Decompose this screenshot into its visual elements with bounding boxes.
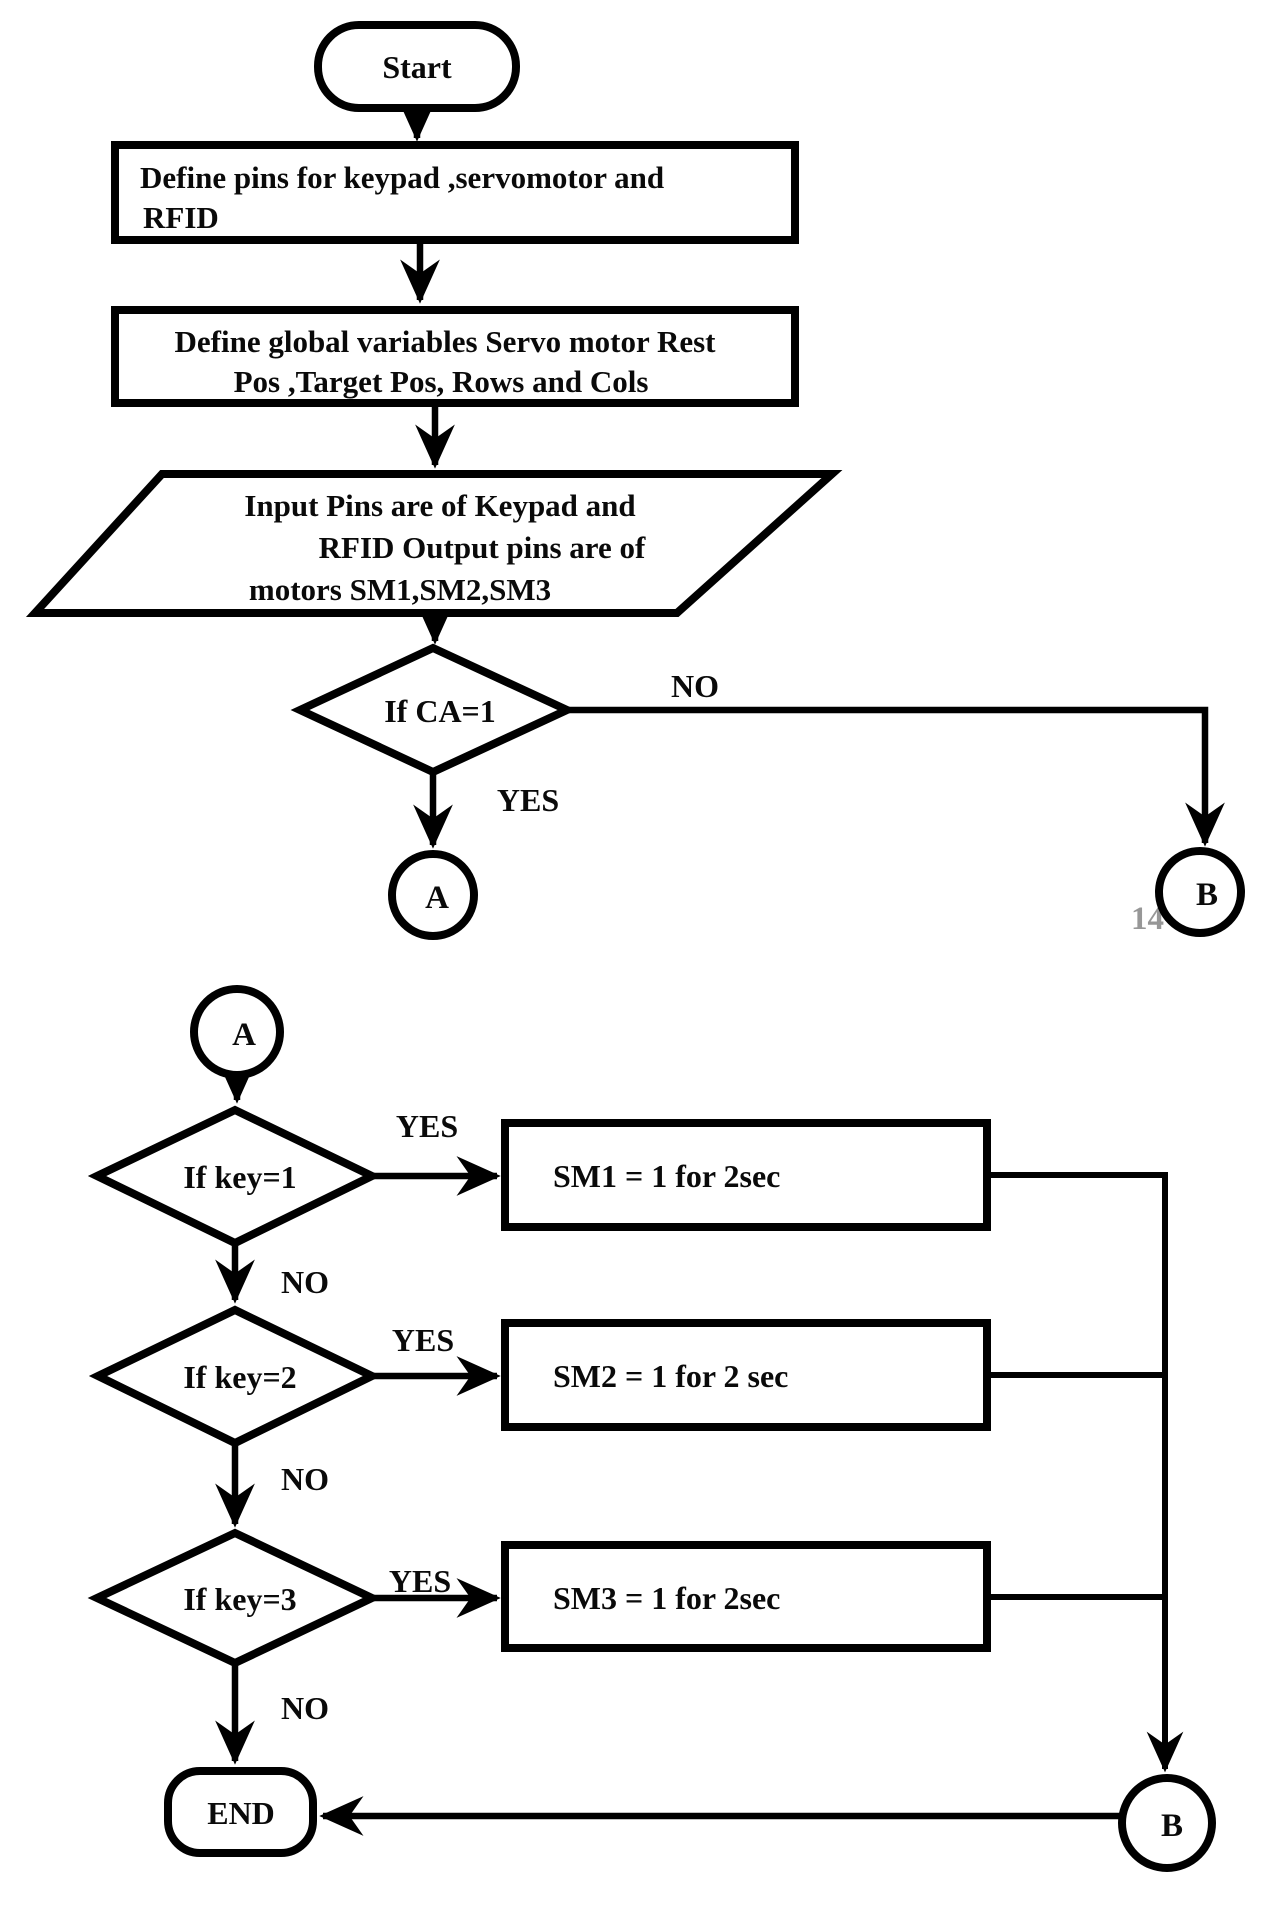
edge-label-yes-key1: YES	[396, 1108, 458, 1144]
edge-label-yes-key2: YES	[392, 1322, 454, 1358]
edge-label-no-key1: NO	[281, 1264, 329, 1300]
process-sm2-label: SM2 = 1 for 2 sec	[553, 1358, 788, 1394]
decision-key1	[87, 1105, 382, 1248]
edge-label-yes-key3: YES	[389, 1563, 451, 1599]
decision-key3-label: If key=3	[183, 1581, 296, 1617]
decision-ca	[290, 643, 577, 777]
io-line3: motors SM1,SM2,SM3	[249, 572, 551, 607]
start-terminator	[314, 21, 520, 112]
decision-key2	[88, 1305, 382, 1448]
connector-b-top-label: B	[1196, 877, 1218, 913]
decision-key3	[87, 1528, 382, 1668]
connector-a-top	[388, 850, 478, 940]
process-define-pins	[111, 141, 799, 244]
decision-key2-label: If key=2	[183, 1359, 296, 1395]
io-line2: RFID Output pins are of	[319, 530, 646, 565]
decision-key1-label: If key=1	[183, 1159, 296, 1195]
connector-b-bottom	[1118, 1774, 1216, 1872]
define-globals-line1: Define global variables Servo motor Rest	[175, 324, 717, 359]
process-define-globals	[111, 306, 799, 407]
edge-label-no-ca: NO	[671, 668, 719, 704]
edge-label-no-key2: NO	[281, 1461, 329, 1497]
connector-b-bottom-label: B	[1161, 1808, 1183, 1844]
process-sm3-label: SM3 = 1 for 2sec	[553, 1580, 780, 1616]
io-parallelogram	[25, 470, 843, 617]
process-sm3	[501, 1541, 991, 1652]
start-label: Start	[382, 49, 452, 85]
end-label: END	[207, 1795, 275, 1831]
arrow-no-to-connector-b	[567, 706, 1225, 847]
end-terminator	[164, 1767, 317, 1857]
define-globals-line2: Pos ,Target Pos, Rows and Cols	[234, 364, 649, 399]
process-sm2	[501, 1319, 991, 1431]
edge-label-no-key3: NO	[281, 1690, 329, 1726]
define-pins-line1: Define pins for keypad ,servomotor and	[140, 160, 664, 195]
process-sm1	[501, 1119, 991, 1231]
io-line1: Input Pins are of Keypad and	[244, 488, 635, 523]
connector-a-section2-label: A	[232, 1017, 256, 1053]
decision-ca-label: If CA=1	[384, 693, 496, 729]
define-pins-line2: RFID	[143, 200, 219, 235]
process-sm1-label: SM1 = 1 for 2sec	[553, 1158, 780, 1194]
connector-b-top	[1155, 847, 1245, 937]
edge-label-yes-ca: YES	[497, 782, 559, 818]
connector-a-section2	[190, 985, 284, 1079]
bus-sm1-to-connector-b	[987, 1172, 1184, 1773]
connector-a-top-label: A	[425, 880, 449, 916]
